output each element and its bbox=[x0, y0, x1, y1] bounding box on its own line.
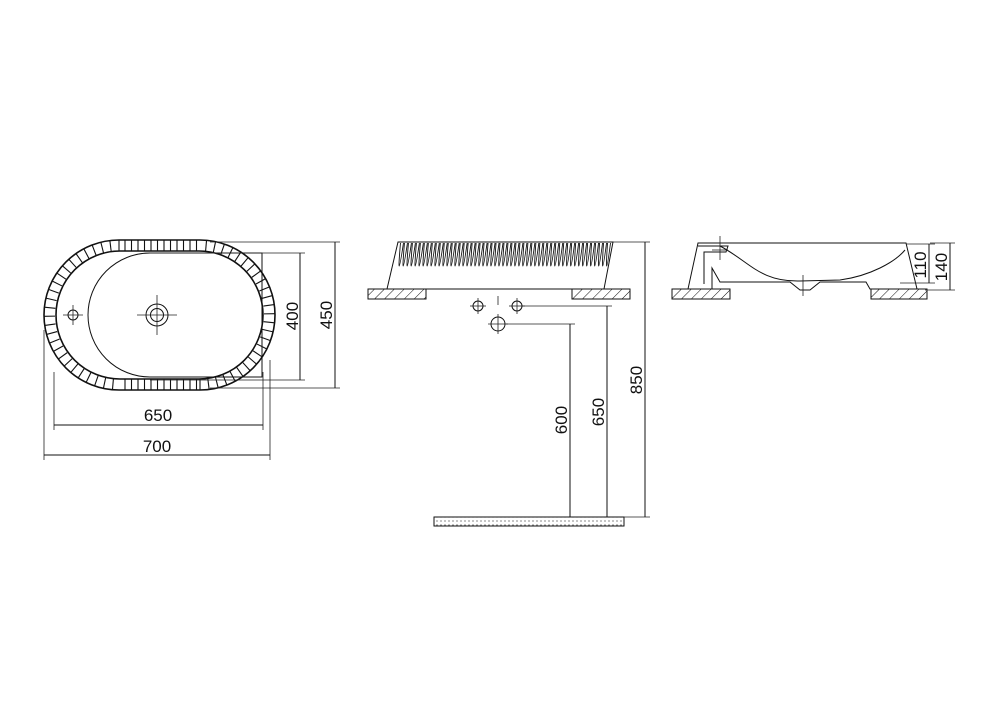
dim-height-650: 650 bbox=[522, 305, 612, 517]
countertop-right bbox=[571, 288, 631, 300]
basin-inner-rim bbox=[55, 250, 264, 380]
basin-front-body bbox=[386, 241, 614, 290]
front-flutes bbox=[398, 242, 611, 267]
floor bbox=[433, 516, 625, 527]
side-view: 110 140 bbox=[671, 236, 955, 300]
side-countertop-right bbox=[870, 288, 928, 300]
dim-700-label: 700 bbox=[143, 437, 171, 456]
drain bbox=[137, 295, 177, 335]
dim-650-label: 650 bbox=[589, 398, 608, 426]
basin-bowl bbox=[87, 252, 263, 378]
side-countertop-left bbox=[671, 288, 731, 300]
dim-140-label: 140 bbox=[932, 253, 951, 281]
dim-depth-450: 450 bbox=[210, 241, 340, 389]
dim-side-110: 110 bbox=[900, 243, 935, 284]
rim-flutes bbox=[44, 240, 275, 390]
basin-section-wall bbox=[698, 245, 729, 284]
dim-width-700: 700 bbox=[43, 330, 271, 460]
dim-650-label: 650 bbox=[144, 406, 172, 425]
dim-height-850: 850 bbox=[613, 241, 650, 518]
countertop-left bbox=[367, 288, 427, 300]
dim-600-label: 600 bbox=[552, 406, 571, 434]
top-view: 650 700 400 450 bbox=[43, 239, 340, 460]
front-view: 600 650 850 bbox=[367, 241, 650, 527]
basin-section-bowl bbox=[719, 245, 906, 282]
dim-400-label: 400 bbox=[283, 302, 302, 330]
tap-hole bbox=[63, 305, 83, 325]
drain-symbol bbox=[488, 314, 508, 334]
basin-outer-rim bbox=[43, 239, 276, 391]
dim-depth-400: 400 bbox=[150, 252, 305, 381]
dim-110-label: 110 bbox=[911, 251, 930, 278]
dim-450-label: 450 bbox=[317, 301, 336, 329]
basin-section-outer bbox=[687, 242, 918, 291]
dim-width-650: 650 bbox=[53, 372, 264, 430]
tap-symbol-left bbox=[470, 298, 486, 314]
dim-850-label: 850 bbox=[627, 366, 646, 394]
dim-height-600: 600 bbox=[506, 323, 575, 517]
dim-side-140: 140 bbox=[925, 242, 955, 291]
